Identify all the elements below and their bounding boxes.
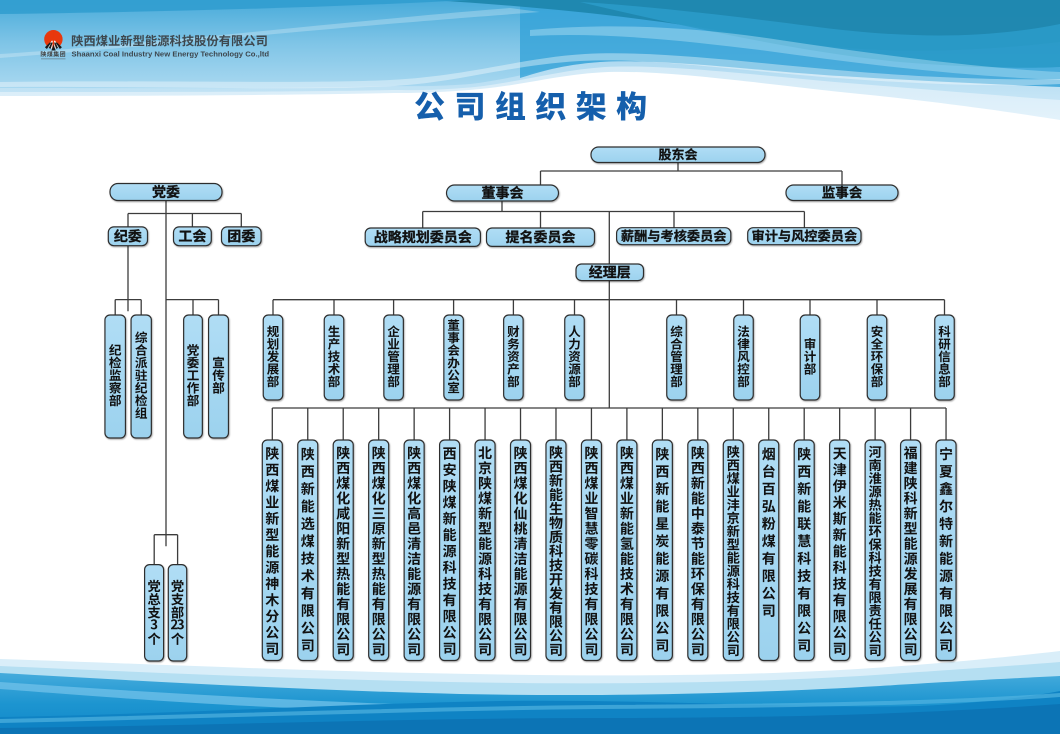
svg-text:Shaanxi Coal Industry New Ener: Shaanxi Coal Industry New Energy Technol… bbox=[72, 49, 270, 58]
